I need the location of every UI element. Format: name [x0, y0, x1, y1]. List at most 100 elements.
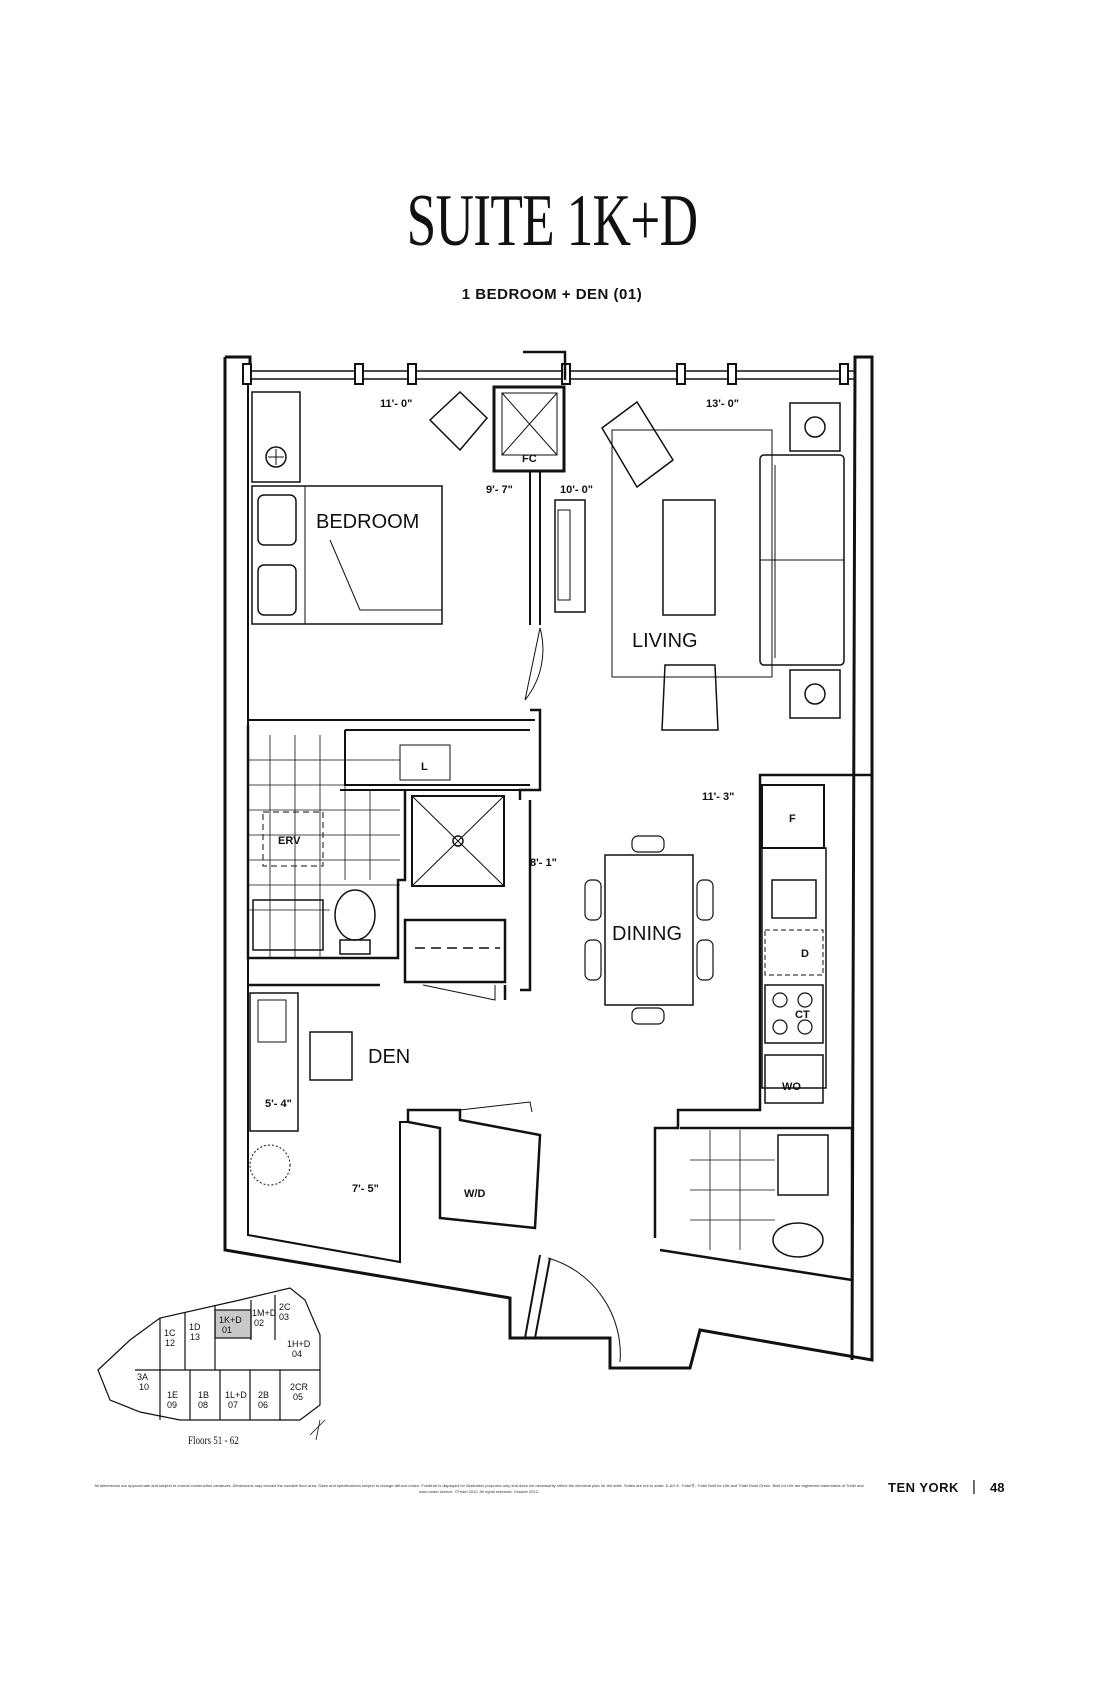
- dim-den-depth: 7'- 5": [352, 1183, 379, 1195]
- dim-bedroom-width: 11'- 0": [380, 398, 412, 410]
- living-rug: [611, 429, 773, 678]
- tag-ct: CT: [795, 1009, 810, 1021]
- erv-box: [262, 811, 324, 867]
- powder-toilet: [772, 1222, 824, 1258]
- bedroom-partition: [529, 471, 541, 625]
- room-label-bedroom: BEDROOM: [316, 511, 419, 533]
- dining-table: [604, 854, 694, 1006]
- den-wall: [248, 800, 532, 1000]
- dim-living-width: 13'- 0": [706, 398, 739, 410]
- den-chair: [309, 1031, 353, 1081]
- bath-wall: [246, 725, 407, 960]
- powder-vanity: [777, 1134, 829, 1196]
- entry-wall: [523, 1254, 551, 1339]
- keyplan-unit-num: 13: [190, 1332, 200, 1342]
- keyplan-unit: 1D: [189, 1322, 201, 1332]
- window-post: [839, 363, 849, 385]
- exterior-wall: [223, 355, 874, 1370]
- dim-den-width: 5'- 4": [265, 1098, 292, 1110]
- window-post: [354, 363, 364, 385]
- powder-room: [659, 1126, 854, 1282]
- keyplan-unit-num: 04: [292, 1349, 302, 1359]
- keyplan-unit-num: 06: [258, 1400, 268, 1410]
- window-post: [242, 363, 252, 385]
- powder-tiles: [690, 1130, 775, 1250]
- bedroom-chair: [428, 390, 489, 452]
- tag-d: D: [801, 948, 809, 960]
- keyplan-unit: 1B: [198, 1390, 209, 1400]
- keyplan-unit-num: 10: [139, 1382, 149, 1392]
- side-table: [789, 669, 841, 719]
- tag-l: L: [421, 761, 428, 773]
- keyplan-unit-num: 05: [293, 1392, 303, 1402]
- bath-tiles: [248, 735, 400, 958]
- keyplan-unit: 1M+D: [252, 1308, 277, 1318]
- cooktop: [764, 984, 824, 1044]
- tag-f: F: [789, 813, 796, 825]
- side-table: [789, 402, 841, 452]
- suite-subtitle: 1 BEDROOM + DEN (01): [461, 286, 643, 303]
- bath-vanity: [252, 899, 324, 951]
- keyplan-caption: Floors 51 - 62: [188, 1433, 239, 1447]
- room-label-dining: DINING: [612, 923, 682, 945]
- coffee-table: [662, 499, 716, 616]
- pillow: [257, 564, 297, 616]
- dim-dining-width: 8'- 1": [530, 857, 557, 869]
- laundry-closet: [406, 1108, 542, 1230]
- nightstand: [251, 391, 301, 483]
- closet-tag-box: [399, 744, 451, 781]
- bed: [251, 485, 443, 625]
- keyplan-unit-num: 09: [167, 1400, 177, 1410]
- room-label-den: DEN: [368, 1046, 410, 1068]
- footer-brand: TEN YORK: [888, 1480, 959, 1495]
- footer-separator: |: [972, 1478, 976, 1495]
- wall-oven: [764, 1054, 824, 1104]
- counter: [761, 847, 827, 1089]
- tag-erv: ERV: [278, 835, 301, 847]
- dresser: [554, 499, 586, 613]
- keyplan-unit: 1L+D: [225, 1390, 247, 1400]
- fan-coil-unit: [501, 392, 558, 456]
- laundry-door: [459, 1101, 533, 1113]
- closet-wall: [248, 719, 535, 791]
- window-post: [727, 363, 737, 385]
- bedroom-door: [524, 627, 544, 701]
- suite-title: SUITE 1K+D: [406, 180, 698, 262]
- pillow: [257, 494, 297, 546]
- keyplan-unit: 1H+D: [287, 1339, 311, 1349]
- keyplan-unit-num: 07: [228, 1400, 238, 1410]
- window-post: [407, 363, 417, 385]
- shower: [411, 795, 505, 887]
- key-plan: [97, 1287, 326, 1441]
- sink: [771, 879, 817, 919]
- kitchen-wall: [653, 773, 872, 1238]
- living-chair: [661, 664, 719, 731]
- dishwasher: [764, 929, 824, 976]
- keyplan-unit-num: 02: [254, 1318, 264, 1328]
- armchair: [601, 400, 674, 489]
- window-post: [676, 363, 686, 385]
- plant: [249, 1144, 291, 1186]
- dim-kitchen-width: 11'- 3": [702, 791, 734, 803]
- desk: [249, 992, 299, 1132]
- key-plan-labels: 1C 12 1D 13 1K+D 01 1M+D 02 2C 03 1H+D 0…: [137, 1302, 311, 1410]
- entry-door: [547, 1257, 621, 1363]
- window-wall: [243, 370, 855, 380]
- keyplan-unit-num: 12: [165, 1338, 175, 1348]
- keyplan-unit-highlighted: 1K+D: [219, 1315, 242, 1325]
- keyplan-unit: 2C: [279, 1302, 291, 1312]
- page-number: 48: [990, 1480, 1005, 1495]
- keyplan-unit-num: 01: [222, 1325, 232, 1335]
- keyplan-unit: 1E: [167, 1390, 178, 1400]
- keyplan-unit-num: 08: [198, 1400, 208, 1410]
- keyplan-unit: 2B: [258, 1390, 269, 1400]
- tag-wo: WO: [782, 1081, 801, 1093]
- keyplan-unit: 1C: [164, 1328, 176, 1338]
- dim-bedroom-depth: 9'- 7": [486, 484, 513, 496]
- room-label-living: LIVING: [632, 630, 698, 652]
- keyplan-unit: 3A: [137, 1372, 148, 1382]
- column-notch: [523, 350, 567, 380]
- toilet: [334, 889, 376, 941]
- tag-fc: FC: [522, 453, 537, 465]
